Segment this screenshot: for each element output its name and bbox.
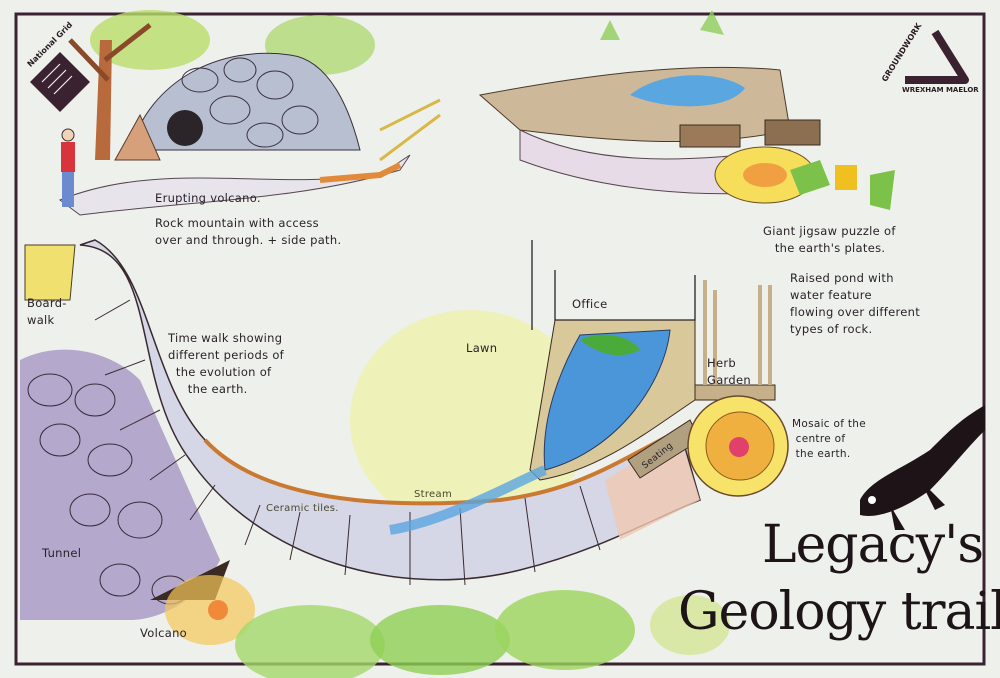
groundwork-subtitle: WREXHAM MAELOR	[902, 86, 979, 94]
label-lawn: Lawn	[466, 341, 498, 355]
lizard-drawing	[860, 405, 985, 530]
label-rock-mountain: Rock mountain with access over and throu…	[155, 216, 342, 247]
label-office: Office	[572, 297, 608, 311]
label-boardwalk: Board- walk	[27, 296, 67, 327]
label-herb-garden: Herb Garden	[707, 356, 751, 387]
frame-border	[14, 12, 986, 666]
pond-area	[389, 240, 776, 535]
label-ceramic-tiles: Ceramic tiles.	[266, 503, 339, 514]
groundwork-logo	[905, 29, 969, 84]
label-raised-pond: Raised pond with water feature flowing o…	[790, 271, 921, 336]
title-line-2: Geology trail	[678, 582, 1000, 642]
rock-mountain-scene	[58, 10, 441, 216]
label-volcano: Volcano	[140, 626, 187, 640]
mosaic-centre-of-earth	[687, 395, 789, 497]
bushes	[165, 575, 730, 678]
label-tunnel: Tunnel	[42, 546, 82, 560]
label-time-walk: Time walk showing different periods of t…	[168, 331, 285, 396]
title-line-1: Legacy's	[762, 515, 984, 575]
label-jigsaw: Giant jigsaw puzzle of the earth's plate…	[763, 224, 896, 255]
label-erupting-volcano: Erupting volcano.	[155, 191, 261, 205]
label-mosaic: Mosaic of the centre of the earth.	[792, 418, 867, 460]
label-stream: Stream	[414, 489, 452, 500]
national-grid-logo	[30, 52, 90, 112]
raised-pond-scene	[478, 10, 895, 210]
